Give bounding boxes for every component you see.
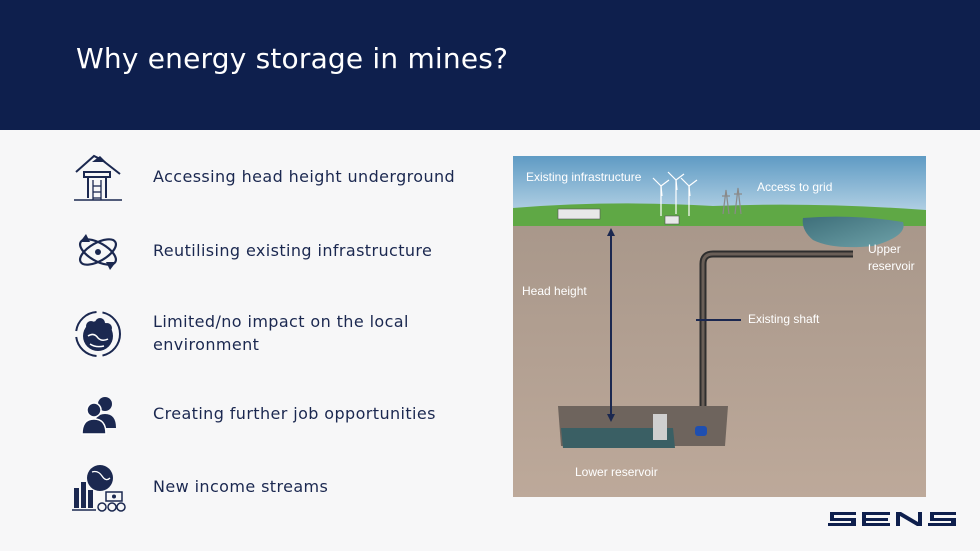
benefit-income: New income streams: [153, 477, 329, 496]
building-small: [664, 215, 680, 225]
machine-house: [653, 414, 667, 440]
label-existing-shaft: Existing shaft: [748, 312, 820, 326]
environment-globe-icon: [70, 306, 126, 362]
recycle-infrastructure-icon: [70, 224, 126, 280]
lower-reservoir-water: [561, 428, 675, 448]
benefit-environment: Limited/no impact on the local environme…: [153, 310, 409, 356]
label-upper-reservoir-2: reservoir: [868, 259, 915, 273]
mine-entrance-icon: [70, 150, 126, 206]
benefit-jobs: Creating further job opportunities: [153, 404, 436, 423]
label-access-to-grid: Access to grid: [757, 180, 833, 194]
building: [557, 208, 601, 220]
ground-section: [513, 216, 926, 497]
diagram-illustration: [513, 156, 926, 497]
label-upper-reservoir-1: Upper: [868, 242, 901, 256]
income-icon: [68, 460, 126, 516]
slide-title: Why energy storage in mines?: [76, 42, 509, 75]
sens-logo: [826, 510, 958, 528]
benefit-environment-line1: Limited/no impact on the local: [153, 312, 409, 331]
people-icon: [72, 388, 128, 444]
wind-turbines: [652, 171, 698, 216]
mine-storage-diagram: Existing infrastructure Access to grid U…: [513, 156, 926, 497]
benefit-environment-line2: environment: [153, 335, 260, 354]
label-head-height: Head height: [522, 284, 587, 298]
power-pylons: [722, 187, 742, 215]
slide-header: Why energy storage in mines?: [0, 0, 980, 130]
label-lower-reservoir: Lower reservoir: [575, 465, 658, 479]
shaft-pipe: [701, 252, 853, 406]
label-existing-infrastructure: Existing infrastructure: [526, 170, 642, 184]
benefit-head-height: Accessing head height underground: [153, 167, 456, 186]
upper-reservoir-water: [802, 216, 904, 248]
pump-turbine: [695, 426, 707, 436]
benefit-reutilising: Reutilising existing infrastructure: [153, 241, 433, 260]
